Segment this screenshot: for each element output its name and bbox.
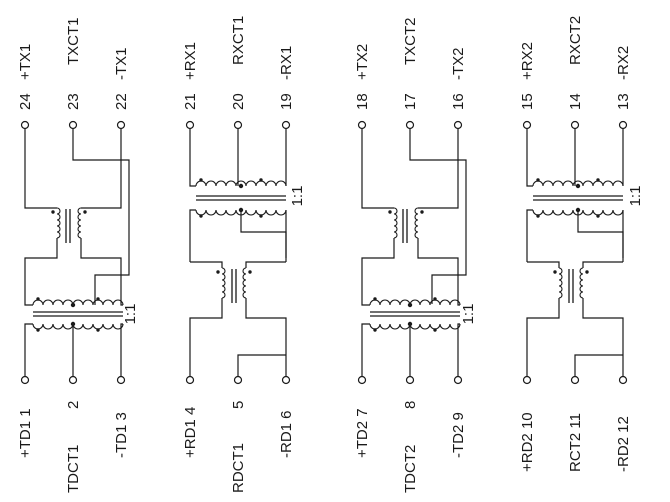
pin-5-number: 5 bbox=[230, 401, 247, 409]
pin-12-label: -RD2 12 bbox=[615, 416, 632, 472]
pin-23-terminal bbox=[68, 120, 78, 130]
pin-18-number: 18 bbox=[354, 93, 371, 110]
pin-2-number: 2 bbox=[65, 401, 82, 409]
pin-7-label: +TD2 7 bbox=[354, 408, 371, 458]
pin-6-label: -RD1 6 bbox=[278, 410, 295, 458]
common-mode-choke-3 bbox=[388, 207, 424, 243]
pin-21-number: 21 bbox=[182, 93, 199, 110]
pin-23-name: TXCT1 bbox=[65, 17, 82, 65]
isolation-transformer-3 bbox=[369, 297, 461, 332]
pin-13-terminal bbox=[618, 120, 628, 130]
pin-20-terminal bbox=[233, 120, 243, 130]
pin-22-number: 22 bbox=[113, 93, 130, 110]
pin-15-name: +RX2 bbox=[519, 42, 536, 80]
pin-8-number: 8 bbox=[402, 401, 419, 409]
pin-21-name: +RX1 bbox=[182, 42, 199, 80]
channel-3: 1:1 18 +TX2 17 TXCT2 16 -TX2 +TD2 7 8 TD… bbox=[354, 17, 477, 493]
pin-23-number: 23 bbox=[65, 93, 82, 110]
ratio-label-1: 1:1 bbox=[122, 304, 139, 325]
pin-20-name: RXCT1 bbox=[230, 16, 247, 65]
pin-9-terminal bbox=[453, 375, 463, 385]
pin-4-terminal bbox=[185, 375, 195, 385]
pin-16-terminal bbox=[453, 120, 463, 130]
common-mode-choke-1 bbox=[51, 207, 87, 243]
pin-2-name: TDCT1 bbox=[65, 445, 82, 493]
pin-2-terminal bbox=[68, 375, 78, 385]
pin-14-name: RXCT2 bbox=[567, 16, 584, 65]
pin-15-number: 15 bbox=[519, 93, 536, 110]
channel-4: 1:1 15 +RX2 14 RXCT2 13 -RX2 +RD2 10 RCT… bbox=[519, 16, 644, 472]
pin-17-name: TXCT2 bbox=[402, 17, 419, 65]
pin-19-name: -RX1 bbox=[278, 46, 295, 80]
pin-22-terminal bbox=[116, 120, 126, 130]
pin-14-number: 14 bbox=[567, 93, 584, 110]
pin-24-name: +TX1 bbox=[17, 44, 34, 80]
channel-2: 1:1 21 +RX1 20 RXCT1 19 -RX1 +RD1 4 5 RD… bbox=[182, 16, 306, 493]
pin-16-number: 16 bbox=[450, 93, 467, 110]
pin-3-label: -TD1 3 bbox=[113, 412, 130, 458]
pin-24-terminal bbox=[20, 120, 30, 130]
pin-22-name: -TX1 bbox=[113, 47, 130, 80]
pin-10-terminal bbox=[522, 375, 532, 385]
pin-6-terminal bbox=[281, 375, 291, 385]
ratio-label-3: 1:1 bbox=[460, 304, 477, 325]
pin-1-terminal bbox=[20, 375, 30, 385]
pin-3-terminal bbox=[116, 375, 126, 385]
isolation-transformer-1 bbox=[32, 297, 124, 332]
channel-1: 1:1 24 +TX1 23 TXCT1 22 -TX1 +TD1 1 2 TD… bbox=[17, 17, 139, 493]
pin-10-label: +RD2 10 bbox=[519, 412, 536, 472]
pin-21-terminal bbox=[185, 120, 195, 130]
pin-8-name: TDCT2 bbox=[402, 445, 419, 493]
common-mode-choke-2 bbox=[216, 267, 252, 303]
pin-11-label: RCT2 11 bbox=[567, 413, 584, 472]
isolation-transformer-2 bbox=[195, 178, 287, 218]
pin-19-number: 19 bbox=[278, 93, 295, 110]
pin-12-terminal bbox=[618, 375, 628, 385]
pin-17-number: 17 bbox=[402, 93, 419, 110]
pin-4-label: +RD1 4 bbox=[182, 407, 199, 458]
pin-20-number: 20 bbox=[230, 93, 247, 110]
pin-18-terminal bbox=[357, 120, 367, 130]
pin-9-label: -TD2 9 bbox=[450, 412, 467, 458]
common-mode-choke-4 bbox=[553, 267, 589, 303]
isolation-transformer-4 bbox=[532, 178, 624, 218]
pin-5-terminal bbox=[233, 375, 243, 385]
pin-15-terminal bbox=[522, 120, 532, 130]
ratio-label-4: 1:1 bbox=[627, 186, 644, 207]
pin-16-name: -TX2 bbox=[450, 47, 467, 80]
ratio-label-2: 1:1 bbox=[289, 186, 306, 207]
pin-14-terminal bbox=[570, 120, 580, 130]
pin-5-name: RDCT1 bbox=[230, 443, 247, 493]
pin-8-terminal bbox=[405, 375, 415, 385]
pin-13-name: -RX2 bbox=[615, 46, 632, 80]
pin-1-label: +TD1 1 bbox=[17, 408, 34, 458]
pin-13-number: 13 bbox=[615, 93, 632, 110]
pin-24-number: 24 bbox=[17, 93, 34, 110]
pin-17-terminal bbox=[405, 120, 415, 130]
pin-7-terminal bbox=[357, 375, 367, 385]
pin-11-terminal bbox=[570, 375, 580, 385]
pin-19-terminal bbox=[281, 120, 291, 130]
pin-18-name: +TX2 bbox=[354, 44, 371, 80]
